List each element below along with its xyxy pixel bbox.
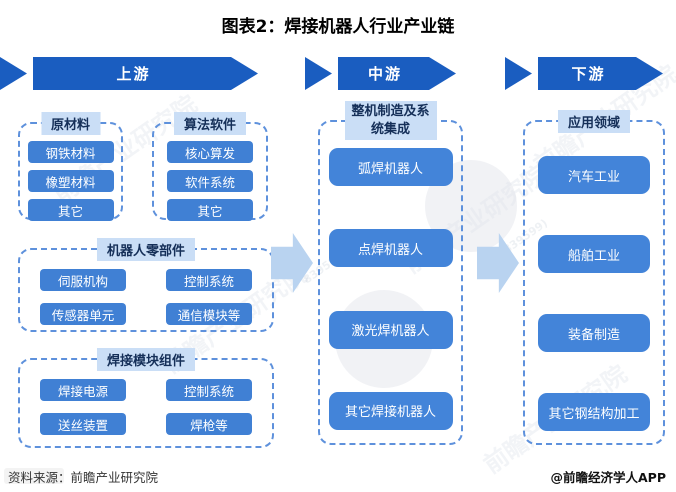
list-item: 激光焊机器人 [328, 310, 453, 349]
list-item: 汽车工业 [538, 156, 650, 194]
footer-source: 资料来源：前瞻产业研究院 [8, 470, 159, 485]
list-item: 焊枪等 [166, 413, 252, 435]
list-item: 弧焊机器人 [328, 148, 453, 186]
midstream-banner: 中游 [305, 57, 456, 90]
downstream-banner: 下游 [505, 57, 663, 90]
panel-raw-materials: 原材料 钢铁材料橡塑材料其它 [18, 112, 123, 221]
flow-right-arrow-icon [271, 233, 313, 293]
list-item: 软件系统 [167, 170, 253, 192]
panel-title: 机器人零部件 [96, 238, 196, 261]
panel-title: 整机制造及系统集成 [344, 101, 437, 141]
list-item: 通信模块等 [166, 303, 252, 325]
list-item: 其它 [167, 199, 253, 221]
item-list: 核心算发软件系统其它 [154, 124, 266, 221]
downstream-banner-body: 下游 [538, 57, 663, 90]
flow-right-arrow-icon [477, 233, 519, 293]
panel-application-fields: 应用领域 汽车工业船舶工业装备制造其它钢结构加工 [523, 110, 665, 445]
panel-title: 应用领域 [557, 110, 631, 133]
list-item: 钢铁材料 [27, 141, 114, 163]
panel-algorithm-software: 算法软件 核心算发软件系统其它 [152, 112, 268, 221]
list-item: 船舶工业 [538, 235, 650, 273]
chevron-right-icon [305, 57, 332, 90]
chart-title: 图表2：焊接机器人行业产业链 [221, 17, 455, 37]
panel-title: 焊接模块组件 [96, 348, 196, 371]
footer-credit: @前瞻经济学人APP [550, 470, 667, 485]
list-item: 点焊机器人 [328, 229, 453, 268]
list-item: 送丝装置 [40, 413, 126, 435]
item-list: 汽车工业船舶工业装备制造其它钢结构加工 [525, 122, 663, 443]
chevron-right-icon [0, 57, 27, 90]
list-item: 其它焊接机器人 [328, 391, 453, 430]
list-item: 其它 [27, 199, 114, 221]
list-item: 伺服机构 [40, 269, 126, 291]
panel-welding-modules: 焊接模块组件 焊接电源 控制系统送丝装置 焊枪等 [18, 348, 274, 448]
panel-machine-manufacturing: 整机制造及系统集成 弧焊机器人点焊机器人激光焊机器人其它焊接机器人 [318, 101, 463, 445]
item-list: 钢铁材料橡塑材料其它 [20, 124, 121, 221]
panel-title: 原材料 [40, 112, 101, 135]
list-item: 焊接电源 [40, 379, 126, 401]
midstream-label: 中游 [367, 65, 402, 83]
downstream-label: 下游 [571, 65, 606, 83]
upstream-banner: 上游 [0, 57, 258, 90]
item-list: 伺服机构 控制系统传感器单元 通信模块等 [20, 250, 272, 325]
chevron-right-icon [505, 57, 532, 90]
list-item: 核心算发 [167, 141, 253, 163]
list-item: 其它钢结构加工 [538, 393, 650, 431]
list-item: 传感器单元 [40, 303, 126, 325]
upstream-banner-body: 上游 [33, 57, 258, 90]
item-list: 焊接电源 控制系统送丝装置 焊枪等 [20, 360, 272, 435]
list-item: 橡塑材料 [27, 170, 114, 192]
panel-robot-parts: 机器人零部件 伺服机构 控制系统传感器单元 通信模块等 [18, 238, 274, 332]
list-item: 控制系统 [166, 269, 252, 291]
list-item: 控制系统 [166, 379, 252, 401]
upstream-label: 上游 [116, 65, 151, 83]
midstream-banner-body: 中游 [338, 57, 456, 90]
panel-title: 算法软件 [173, 112, 247, 135]
list-item: 装备制造 [538, 314, 650, 352]
item-list: 弧焊机器人点焊机器人激光焊机器人其它焊接机器人 [320, 122, 461, 443]
